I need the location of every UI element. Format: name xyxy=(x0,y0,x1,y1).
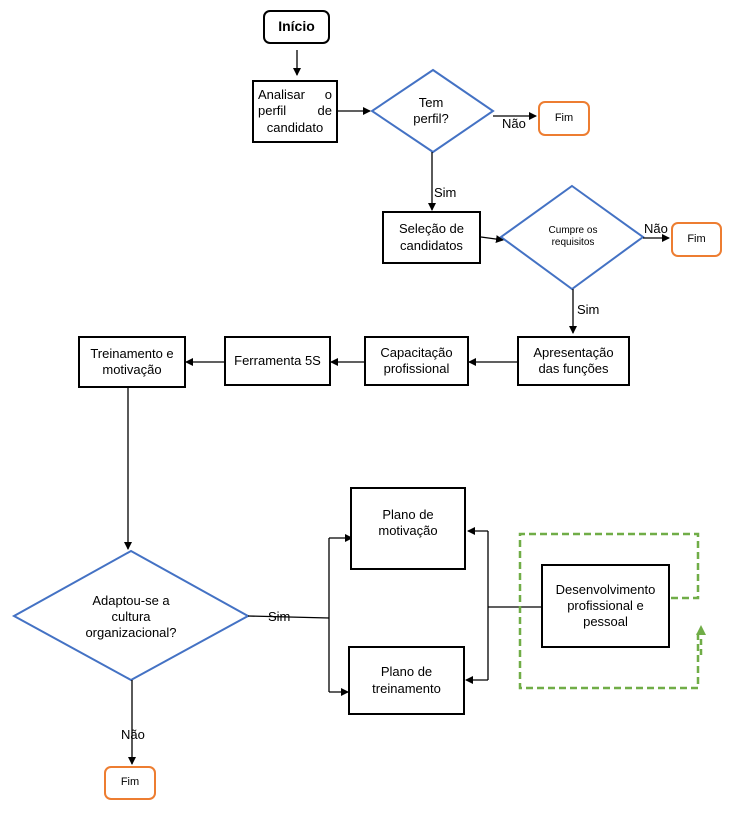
process-ferramenta-5s: Ferramenta 5S xyxy=(224,336,331,386)
edge-selecao-cumpre xyxy=(480,235,504,244)
decision-cumpre-shape xyxy=(499,184,645,291)
process-analisar-perfil-text: Analisar o perfil de candidato xyxy=(258,87,332,135)
edge-label-nao-2: Não xyxy=(644,221,668,236)
process-analisar-perfil: Analisar o perfil de candidato xyxy=(252,80,338,143)
end-node-1: Fim xyxy=(538,101,590,136)
decision-tem-perfil: Tem perfil? xyxy=(413,94,449,126)
edge-label-sim-1: Sim xyxy=(434,185,457,200)
decision-adaptou-shape xyxy=(11,549,251,682)
process-capacitacao-profissional: Capacitação profissional xyxy=(364,336,469,386)
process-desenvolvimento: Desenvolvimento profissional e pessoal xyxy=(541,564,670,648)
edge-label-sim-2: Sim xyxy=(577,302,600,317)
decision-tem-perfil-shape xyxy=(370,68,495,154)
edge-label-nao-1: Não xyxy=(502,116,526,131)
process-treinamento-motivacao: Treinamento e motivação xyxy=(78,336,186,388)
edge-label-nao-3: Não xyxy=(121,727,145,742)
process-plano-treinamento: Plano de treinamento xyxy=(348,646,465,715)
edge-adaptou-sim xyxy=(247,615,330,619)
process-apresentacao-funcoes: Apresentação das funções xyxy=(517,336,630,386)
end-node-2: Fim xyxy=(671,222,722,257)
process-selecao-candidatos: Seleção de candidatos xyxy=(382,211,481,264)
start-node: Início xyxy=(263,10,330,44)
process-plano-motivacao: Plano de motivação xyxy=(350,487,466,570)
end-node-3: Fim xyxy=(104,766,156,800)
decision-adaptou-cultura: Adaptou-se a cultura organizacional? xyxy=(85,592,177,641)
green-dashed-loop xyxy=(518,532,700,690)
decision-cumpre-requisitos: Cumpre os requisitos xyxy=(548,224,598,249)
edge-label-sim-3: Sim xyxy=(268,609,291,624)
